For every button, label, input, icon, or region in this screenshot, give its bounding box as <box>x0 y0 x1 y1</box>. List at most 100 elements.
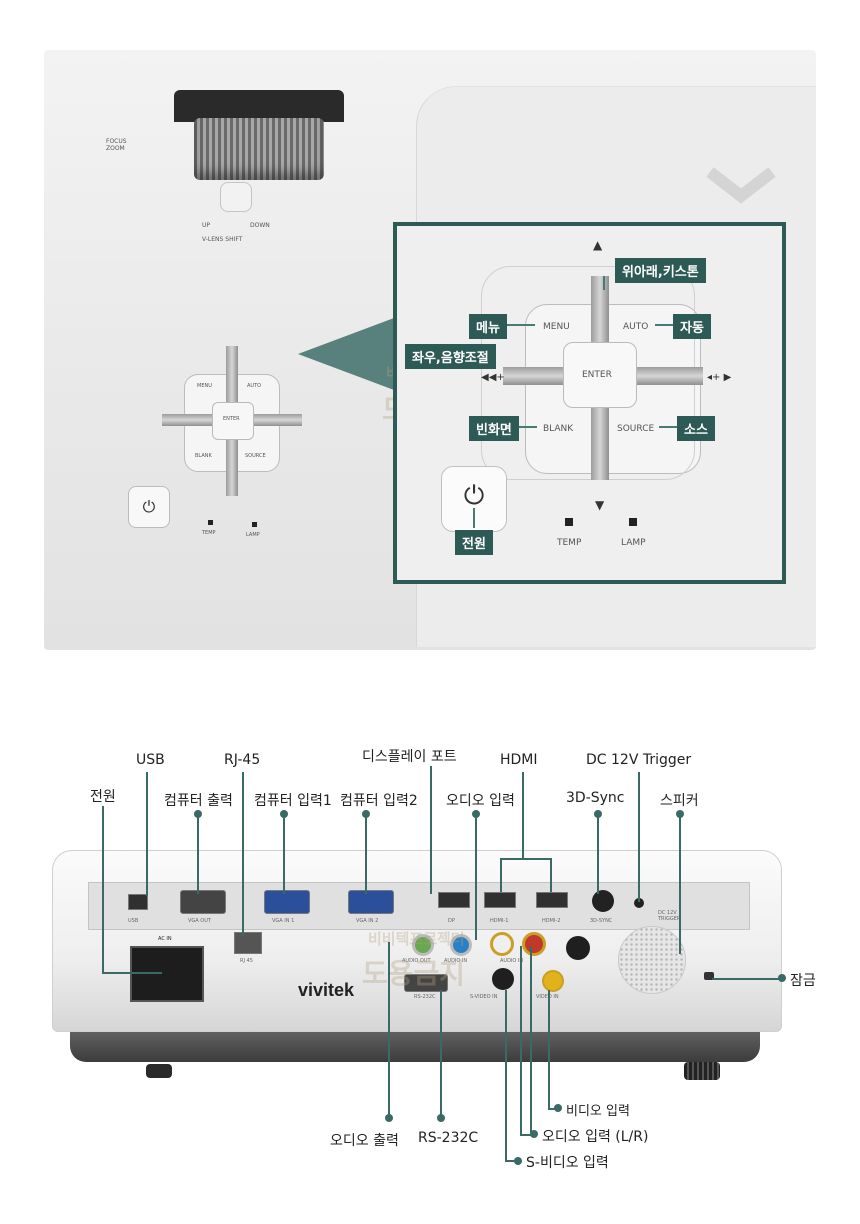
svideo-label: S-VIDEO IN <box>470 994 498 1000</box>
down-arrow-icon: ▼ <box>595 498 605 512</box>
enter-key <box>563 342 637 408</box>
lamp-label: LAMP <box>621 538 646 548</box>
temp-label-small: TEMP <box>202 530 216 536</box>
dot-svideo <box>514 1157 522 1165</box>
temp-led-small <box>208 520 213 525</box>
callout-line-power <box>473 508 475 528</box>
dot-rs232c <box>437 1114 445 1122</box>
label-power: 전원 <box>90 789 116 805</box>
vga-in2-port <box>348 890 394 914</box>
line-video <box>548 990 550 1108</box>
hdmi2-label: HDMI-2 <box>542 918 561 924</box>
line-rs232c <box>440 990 442 1118</box>
foot-right <box>684 1062 720 1080</box>
line-audio-lr-left <box>520 946 522 1134</box>
line-computer-in2 <box>365 814 367 894</box>
source-label-small: SOURCE <box>245 453 266 459</box>
line-computer-out <box>197 814 199 894</box>
label-svideo: S-비디오 입력 <box>526 1155 609 1171</box>
line-rj45 <box>242 772 244 936</box>
line-audio-lr-h <box>520 1134 534 1136</box>
auto-label-small: AUTO <box>247 383 262 389</box>
label-audio-in: 오디오 입력 <box>446 793 515 809</box>
lamp-led <box>629 518 637 526</box>
chevron-logo-icon <box>706 167 776 204</box>
speaker-grill <box>618 926 686 994</box>
label-video: 비디오 입력 <box>566 1104 630 1119</box>
vga-in1-port <box>264 890 310 914</box>
callout-menu: 메뉴 <box>469 314 507 339</box>
lens-housing <box>174 90 344 122</box>
label-usb: USB <box>136 752 165 768</box>
menu-label: MENU <box>543 322 570 332</box>
callout-source: 소스 <box>677 416 715 441</box>
displayport-port <box>438 892 470 908</box>
power-button-small: ⏻ <box>128 486 170 528</box>
round-port <box>566 936 590 960</box>
label-computer-in2: 컴퓨터 입력2 <box>340 793 418 809</box>
lens-shift-down-label: DOWN <box>250 222 270 229</box>
label-lock: 잠금 <box>790 973 816 989</box>
rj45-port <box>234 932 262 954</box>
callout-line-blank <box>507 426 537 428</box>
callout-line-keystone <box>603 276 605 290</box>
label-dc12v: DC 12V Trigger <box>586 752 692 768</box>
vga-out-label: VGA OUT <box>188 918 211 924</box>
kensington-lock <box>704 972 714 980</box>
audio-out-port <box>412 934 434 956</box>
label-hdmi: HDMI <box>500 752 538 768</box>
line-hdmi2 <box>550 858 552 892</box>
control-panel-zoom: ENTER MENU AUTO BLANK SOURCE ▲ ▼ ◂+ ▶ ⏻ … <box>393 222 786 584</box>
audio-out-label: AUDIO OUT <box>402 958 431 964</box>
vga-in1-label: VGA IN 1 <box>272 918 295 924</box>
enter-key-small <box>212 402 254 440</box>
dot-audio-out <box>385 1114 393 1122</box>
temp-led <box>565 518 573 526</box>
lamp-led-small <box>252 522 257 527</box>
usb-port-label: USB <box>128 918 139 924</box>
dot-video <box>554 1104 562 1112</box>
watermark-rear-line2: 도용금지 <box>362 957 466 990</box>
svideo-port <box>492 968 514 990</box>
menu-label-small: MENU <box>197 383 212 389</box>
lens-shift-label: V-LENS SHIFT <box>202 236 243 243</box>
enter-label: ENTER <box>582 370 612 380</box>
source-label: SOURCE <box>617 424 655 434</box>
ac-in-label: AC IN <box>158 936 172 942</box>
focus-zoom-label: FOCUS ZOOM <box>106 138 127 152</box>
line-hdmi1 <box>500 858 502 892</box>
line-audio-lr-right <box>530 946 532 1134</box>
callout-keystone: 위아래,키스톤 <box>615 258 706 283</box>
rj45-label: RJ 45 <box>240 958 253 964</box>
dc12v-label: DC 12V TRIGGER <box>658 910 681 922</box>
volume-left-icon: ◀◀+ <box>481 372 505 383</box>
watermark-rear-line1: 비비텍프로젝터 <box>368 930 465 948</box>
line-dc12v <box>638 772 640 902</box>
callout-power: 전원 <box>455 530 493 555</box>
up-arrow-icon: ▲ <box>593 238 603 252</box>
audio-lr-label: AUDIO IN <box>500 958 524 964</box>
line-computer-in1 <box>283 814 285 894</box>
line-lock <box>712 978 782 980</box>
line-audio-in <box>475 814 477 940</box>
callout-line-menu <box>507 324 535 326</box>
video-label: VIDEO IN <box>536 994 559 1000</box>
line-video-h <box>548 1108 558 1110</box>
lens-shift-up-label: UP <box>202 222 211 229</box>
callout-blank: 빈화면 <box>469 416 519 441</box>
hdmi1-port <box>484 892 516 908</box>
blank-label: BLANK <box>543 424 574 434</box>
label-rs232c: RS-232C <box>418 1130 479 1146</box>
sync3d-label: 3D-SYNC <box>590 918 613 924</box>
usb-port <box>128 894 148 910</box>
line-power-h <box>102 972 162 974</box>
audio-in-port <box>450 934 472 956</box>
temp-label: TEMP <box>557 538 582 548</box>
volume-right-icon: ◂+ ▶ <box>707 372 732 383</box>
line-speaker <box>679 814 681 954</box>
line-svideo <box>505 990 507 1160</box>
callout-line-source <box>659 426 679 428</box>
line-hdmi-split <box>500 858 552 860</box>
audio-r-port <box>522 932 546 956</box>
line-hdmi <box>522 772 524 858</box>
